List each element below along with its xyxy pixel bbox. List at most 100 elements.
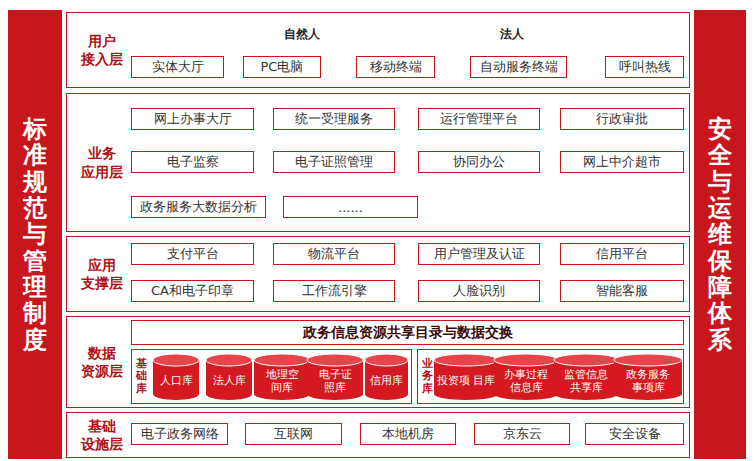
module-box: 互联网 <box>245 423 342 445</box>
node-label: 电子证照管理 <box>295 153 373 171</box>
module-box: PC电脑 <box>243 56 321 78</box>
node-label: 应用 支撑层 <box>79 256 125 292</box>
node-label: 办事过程 信息库 <box>493 369 559 394</box>
node-label: 安全与运维保障体系 <box>708 116 732 354</box>
layer-panel: 基础 设施层电子政务网络 互联网 本地机房 京东云 安全设备 <box>66 412 690 458</box>
node-label: 业务库 <box>422 358 433 394</box>
module-box: 人脸识别 <box>418 280 540 302</box>
module-box: 京东云 <box>474 423 570 445</box>
database-cylinder: 人口库 <box>152 353 200 401</box>
node-label: 政务服务大数据分析 <box>140 198 257 216</box>
cylinder-top <box>554 354 618 366</box>
node-label: 人口库 <box>160 375 193 388</box>
node-label: 安全设备 <box>609 425 661 443</box>
node-label: 用户 接入层 <box>79 32 125 68</box>
cylinder-top <box>307 354 363 366</box>
node-label: 支付平台 <box>167 245 219 263</box>
cylinder-top <box>254 354 310 366</box>
cylinder-top <box>494 354 558 366</box>
cylinder-top <box>614 354 682 366</box>
node-label: 基础 设施层 <box>79 417 125 453</box>
node-label: 电子政务网络 <box>141 425 219 443</box>
banner-box: 政务信息资源共享目录与数据交换 <box>131 320 684 345</box>
module-box: 移动终端 <box>356 56 435 78</box>
module-box: 电子监察 <box>131 151 254 173</box>
node-label: 智能客服 <box>596 282 648 300</box>
label-holder: 自然人 <box>284 23 320 43</box>
layer-panel: 业务 应用层 网上办事大厅 统一受理服务 运行管理平台 行政审批电子监察 电子证照管理 协同… <box>66 93 690 232</box>
module-box: 用户管理及认证 <box>418 243 540 265</box>
node-label: 用户管理及认证 <box>434 245 525 263</box>
node-label: 协同办公 <box>453 153 505 171</box>
module-box: 自动服务终端 <box>470 56 567 78</box>
cylinder-top <box>206 354 252 366</box>
node-label: 人脸识别 <box>453 282 505 300</box>
node-label: 地理空 间库 <box>253 369 311 394</box>
node-label: 监管信息 共享库 <box>553 369 619 394</box>
database-cylinder: 政务服务 事项库 <box>613 353 683 401</box>
node-label: 行政审批 <box>596 110 648 128</box>
node-label: 网上办事大厅 <box>154 110 232 128</box>
vertical-band: 安全与运维保障体系 <box>694 10 746 459</box>
database-cylinder: 地理空 间库 <box>253 353 311 401</box>
person-label: 法人 <box>500 27 524 41</box>
node-label: ...... <box>338 200 363 215</box>
module-box: 网上中介超市 <box>560 151 684 173</box>
node-label: 呼叫热线 <box>619 58 671 76</box>
node-label: 政务信息资源共享目录与数据交换 <box>303 324 513 342</box>
node-label: 实体大厅 <box>152 58 204 76</box>
node-label: 政务服务 事项库 <box>613 369 683 394</box>
layer-panel: 用户 接入层实体大厅 PC电脑 移动终端 自动服务终端 呼叫热线 <box>66 12 690 88</box>
node-label: 自动服务终端 <box>480 58 558 76</box>
module-box: 工作流引擎 <box>273 280 395 302</box>
node-label: 信用平台 <box>596 245 648 263</box>
module-box: 安全设备 <box>585 423 684 445</box>
module-box: 运行管理平台 <box>418 108 540 130</box>
database-cylinder: 监管信息 共享库 <box>553 353 619 401</box>
node-label: 数据 资源层 <box>79 344 125 380</box>
node-label: 电子证 照库 <box>306 369 364 394</box>
node-label: 基础库 <box>136 358 147 394</box>
cylinder-top <box>434 354 498 366</box>
module-box: 支付平台 <box>131 243 254 265</box>
node-label: 标准规范与管理制度 <box>23 116 47 354</box>
module-box: 政务服务大数据分析 <box>131 196 266 218</box>
label-holder: 法人 <box>500 23 524 43</box>
node-label: 物流平台 <box>308 245 360 263</box>
node-label: PC电脑 <box>261 58 304 76</box>
person-label: 自然人 <box>284 27 320 41</box>
cylinder-top <box>365 354 408 366</box>
module-box: 行政审批 <box>560 108 684 130</box>
node-label: 运行管理平台 <box>440 110 518 128</box>
library-group: 基础库 人口库 法人库地理空 间库电子证 照库信用库 <box>131 349 412 404</box>
node-label: 本地机房 <box>382 425 434 443</box>
node-label: 互联网 <box>274 425 313 443</box>
node-label: 移动终端 <box>370 58 422 76</box>
node-label: 工作流引擎 <box>302 282 367 300</box>
module-box: 本地机房 <box>360 423 456 445</box>
module-box: CA和电子印章 <box>131 280 254 302</box>
layer-panel: 数据 资源层 政务信息资源共享目录与数据交换基础库 人口库 法人库地理空 间库电子证 … <box>66 316 690 408</box>
node-label: 投资项 目库 <box>437 375 496 388</box>
node-label: 统一受理服务 <box>295 110 373 128</box>
module-box: 实体大厅 <box>131 56 224 78</box>
module-box: 网上办事大厅 <box>131 108 254 130</box>
module-box: ...... <box>283 196 418 218</box>
database-cylinder: 办事过程 信息库 <box>493 353 559 401</box>
module-box: 协同办公 <box>418 151 540 173</box>
module-box: 智能客服 <box>560 280 684 302</box>
module-box: 信用平台 <box>560 243 684 265</box>
node-label: 法人库 <box>213 375 246 388</box>
cylinder-top <box>153 354 199 366</box>
module-box: 呼叫热线 <box>605 56 684 78</box>
node-label: CA和电子印章 <box>151 282 234 300</box>
database-cylinder: 信用库 <box>364 353 409 401</box>
node-label: 京东云 <box>503 425 542 443</box>
module-box: 电子证照管理 <box>273 151 395 173</box>
layer-panel: 应用 支撑层 支付平台 物流平台 用户管理及认证 信用平台 CA和电子印章 工作流引擎 人脸识… <box>66 236 690 312</box>
node-label: 网上中介超市 <box>583 153 661 171</box>
vertical-band: 标准规范与管理制度 <box>8 10 62 459</box>
node-label: 业务 应用层 <box>79 144 125 180</box>
module-box: 统一受理服务 <box>273 108 395 130</box>
